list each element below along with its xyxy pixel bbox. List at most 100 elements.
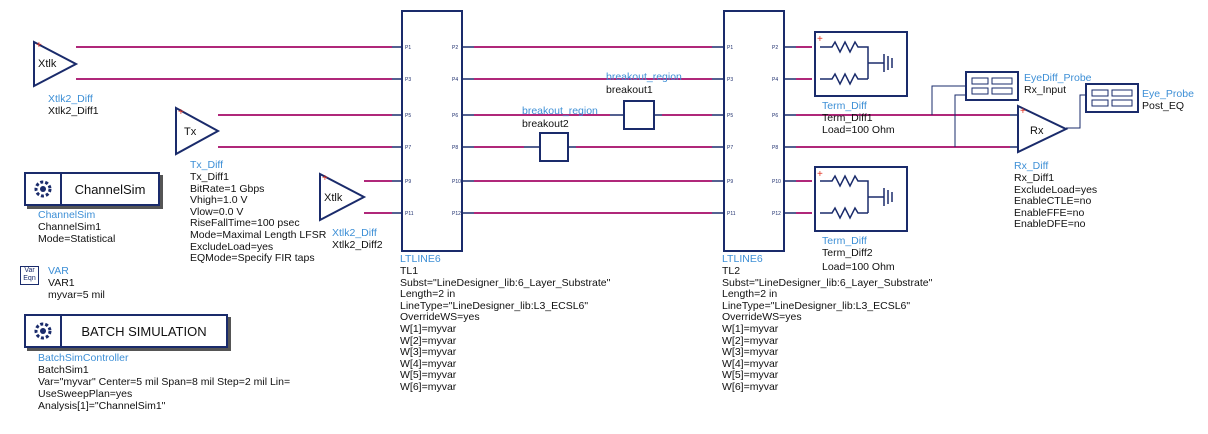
tl2-pin-label-left: P9: [727, 179, 733, 185]
tx-param: Tx_Diff1: [190, 171, 229, 183]
term1-param: Load=100 Ohm: [822, 124, 895, 136]
tx-param: Vhigh=1.0 V: [190, 194, 248, 207]
tl2-pin-label-left: P1: [727, 45, 733, 51]
xtlk-mid-symbol-label: Xtlk: [324, 192, 343, 204]
tl1-pin-label-right: P8: [452, 145, 458, 151]
rx-param: EnableCTLE=no: [1014, 195, 1092, 208]
rx-symbol[interactable]: + Rx: [1010, 104, 1069, 154]
breakout1-symbol[interactable]: [610, 100, 662, 130]
var-eqn-icon[interactable]: Var Eqn: [20, 266, 39, 285]
term2-param: Term_Diff2: [822, 247, 873, 259]
tl2-pin-label-right: P4: [772, 77, 778, 83]
tl1-param: W[3]=myvar: [400, 346, 457, 359]
tl2-param: W[5]=myvar: [722, 369, 779, 382]
tl2-params: TL2 Subst="LineDesigner_lib:6_Layer_Subs…: [722, 265, 933, 394]
plus-sign-icon: +: [817, 34, 823, 45]
tx-param: BitRate=1 Gbps: [190, 182, 265, 195]
tl1-type: LTLINE6: [400, 253, 441, 265]
batch-type: BatchSimController: [38, 352, 129, 364]
var-type: VAR: [48, 265, 69, 277]
tl1-pin-label-left: P3: [405, 77, 411, 83]
tl2-param: W[3]=myvar: [722, 346, 779, 359]
tl2-param: W[6]=myvar: [722, 380, 779, 393]
tl2-pin-label-left: P3: [727, 77, 733, 83]
breakout2-name: breakout2: [522, 118, 569, 130]
tx-param: ExcludeLoad=yes: [190, 240, 274, 253]
probe-wires: [931, 85, 1086, 147]
plus-sign-icon: +: [1020, 106, 1026, 117]
tl1-pin-label-right: P4: [452, 77, 458, 83]
tx-param: Vlow=0.0 V: [190, 205, 244, 218]
term1-symbol[interactable]: +: [814, 31, 908, 97]
tl2-param: LineType="LineDesigner_lib:L3_ECSL6": [722, 299, 911, 312]
xtlk-mid-symbol[interactable]: + Xtlk: [319, 172, 367, 222]
tl2-pin-label-right: P2: [772, 45, 778, 51]
eyediff-probe-symbol[interactable]: [965, 71, 1019, 101]
xtlk-left-symbol-label: Xtlk: [38, 58, 57, 70]
gear-icon: [26, 316, 62, 346]
tl2-param: W[1]=myvar: [722, 322, 779, 335]
tl1-pin-label-left: P7: [405, 145, 411, 151]
tl2-pin-label-right: P6: [772, 113, 778, 119]
gear-icon: [26, 174, 62, 204]
tx-instance: Tx_Diff: [190, 159, 224, 171]
rx-symbol-label: Rx: [1030, 125, 1044, 137]
batch-param: Analysis[1]="ChannelSim1": [38, 400, 166, 412]
channelsim-param: ChannelSim1: [38, 221, 102, 233]
plus-sign-icon: +: [178, 107, 184, 118]
tx-params: Tx_Diff1 BitRate=1 Gbps Vhigh=1.0 V Vlow…: [190, 171, 327, 265]
tx-symbol[interactable]: + Tx: [175, 106, 221, 156]
tl1-pin-label-left: P9: [405, 179, 411, 185]
eyediff-probe-name: Rx_Input: [1024, 84, 1067, 96]
xtlk-left-instance: Xtlk2_Diff: [48, 93, 93, 105]
var-param: VAR1: [48, 277, 75, 289]
breakout1-type: breakout_region: [606, 71, 682, 83]
resistor-icon: [820, 174, 893, 220]
tl2-symbol[interactable]: [712, 10, 796, 252]
rx-params: Rx_Diff1 ExcludeLoad=yes EnableCTLE=no E…: [1014, 172, 1098, 231]
tl1-param: Length=2 in: [400, 288, 456, 301]
resistor-icon: [820, 40, 893, 86]
rx-param: EnableDFE=no: [1014, 218, 1086, 231]
tl2-type: LTLINE6: [722, 253, 763, 265]
tl1-param: Subst="LineDesigner_lib:6_Layer_Substrat…: [400, 276, 611, 289]
channelsim-button[interactable]: ChannelSim: [24, 172, 160, 206]
tl2-pin-label-right: P8: [772, 145, 778, 151]
tl1-param: W[2]=myvar: [400, 334, 457, 347]
term2-symbol[interactable]: +: [814, 166, 908, 232]
var-icon-top: Var: [24, 267, 35, 274]
tl2-param: W[4]=myvar: [722, 357, 779, 370]
tl1-param: W[4]=myvar: [400, 357, 457, 370]
breakout2-symbol[interactable]: [524, 132, 576, 162]
rx-param: ExcludeLoad=yes: [1014, 183, 1098, 196]
tl1-param: OverrideWS=yes: [400, 311, 480, 324]
eye-probe-symbol[interactable]: [1085, 83, 1139, 113]
batch-param: Var="myvar" Center=5 mil Span=8 mil Step…: [38, 376, 291, 388]
tx-param: Mode=Maximal Length LFSR: [190, 228, 327, 241]
tl1-param: W[1]=myvar: [400, 322, 457, 335]
var-param: myvar=5 mil: [48, 289, 105, 301]
tl1-param: W[5]=myvar: [400, 369, 457, 382]
tl2-param: Subst="LineDesigner_lib:6_Layer_Substrat…: [722, 276, 933, 289]
xtlk-left-symbol[interactable]: + Xtlk: [33, 40, 79, 88]
rx-param: EnableFFE=no: [1014, 206, 1085, 219]
tl2-pin-label-left: P11: [727, 211, 736, 217]
tl1-symbol[interactable]: [392, 10, 474, 252]
eyediff-probe-type: EyeDiff_Probe: [1024, 72, 1092, 84]
tl1-pin-label-right: P2: [452, 45, 458, 51]
tx-param: RiseFallTime=100 psec: [190, 217, 300, 230]
batch-param: UseSweepPlan=yes: [38, 388, 133, 400]
breakout2-type: breakout_region: [522, 105, 598, 117]
xtlk-left-name: Xtlk2_Diff1: [48, 105, 99, 117]
tl1-params: TL1 Subst="LineDesigner_lib:6_Layer_Subs…: [400, 265, 611, 394]
tl1-param: LineType="LineDesigner_lib:L3_ECSL6": [400, 299, 589, 312]
tl2-pin-label-right: P12: [772, 211, 781, 217]
term2-type: Term_Diff: [822, 235, 867, 247]
term2-param: Load=100 Ohm: [822, 261, 895, 273]
tl1-pin-label-right: P10: [452, 179, 461, 185]
plus-sign-icon: +: [817, 169, 823, 180]
eye-probe-name: Post_EQ: [1142, 100, 1185, 112]
batch-simulation-button[interactable]: BATCH SIMULATION: [24, 314, 228, 348]
